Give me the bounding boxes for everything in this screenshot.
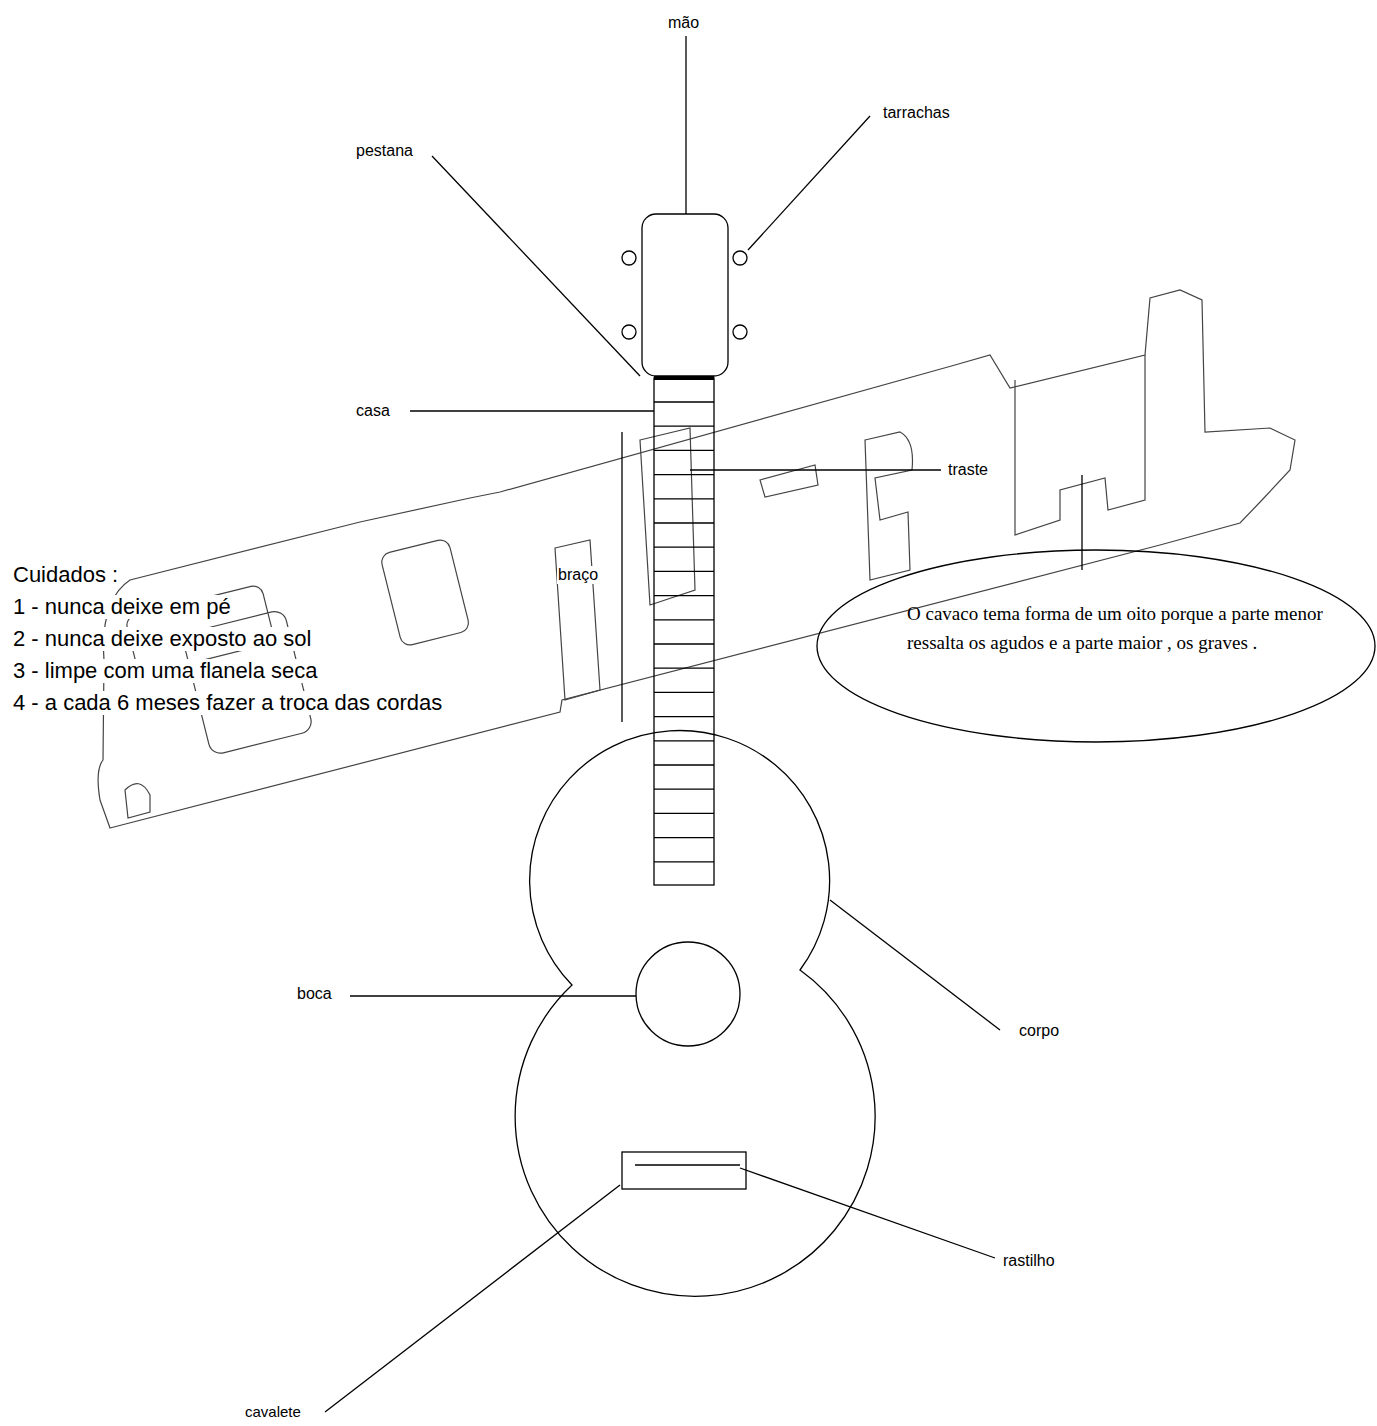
fret [654, 643, 714, 644]
ellipse-shape [817, 550, 1375, 742]
fret [654, 716, 714, 717]
fretboard [654, 378, 714, 885]
part-label: casa [355, 402, 391, 420]
fret [654, 547, 714, 548]
saddle [635, 1164, 740, 1165]
part-label: mão [667, 14, 700, 32]
fret [654, 813, 714, 814]
frets [654, 402, 714, 862]
fret [654, 522, 714, 523]
part-label: braço [557, 566, 599, 584]
fret [654, 571, 714, 572]
fret [654, 861, 714, 862]
fret [654, 474, 714, 475]
note-text: O cavaco tema forma de um oito porque a … [907, 600, 1347, 657]
part-label: pestana [355, 142, 414, 160]
care-item: 2 - nunca deixe exposto ao sol [12, 627, 312, 651]
care-item: 4 - a cada 6 meses fazer a troca das cor… [12, 691, 443, 715]
leader-line [1081, 475, 1082, 570]
fret [654, 498, 714, 499]
fret [654, 595, 714, 596]
note-ellipse: O cavaco tema forma de um oito porque a … [815, 548, 1377, 744]
care-item: 1 - nunca deixe em pé [12, 595, 232, 619]
body-outline [515, 731, 875, 1297]
part-label: boca [296, 985, 333, 1003]
fret [654, 837, 714, 838]
fret [654, 619, 714, 620]
care-heading: Cuidados : [12, 563, 119, 587]
headstock [642, 214, 728, 376]
fret [654, 692, 714, 693]
watermark-outline [98, 290, 1295, 828]
fret [654, 764, 714, 765]
fret [654, 740, 714, 741]
part-label: corpo [1018, 1022, 1060, 1040]
leader-lines [325, 36, 1000, 1412]
care-item: 3 - limpe com uma flanela seca [12, 659, 318, 683]
tuning-pegs [622, 251, 747, 339]
part-label: rastilho [1002, 1252, 1056, 1270]
fret [654, 668, 714, 669]
part-label: tarrachas [882, 104, 951, 122]
fret [654, 426, 714, 427]
fret [654, 789, 714, 790]
sound-hole [636, 942, 740, 1046]
part-label: traste [947, 461, 989, 479]
fret [654, 401, 714, 402]
part-label: cavalete [244, 1404, 302, 1421]
bridge [622, 1152, 746, 1189]
fret [654, 450, 714, 451]
